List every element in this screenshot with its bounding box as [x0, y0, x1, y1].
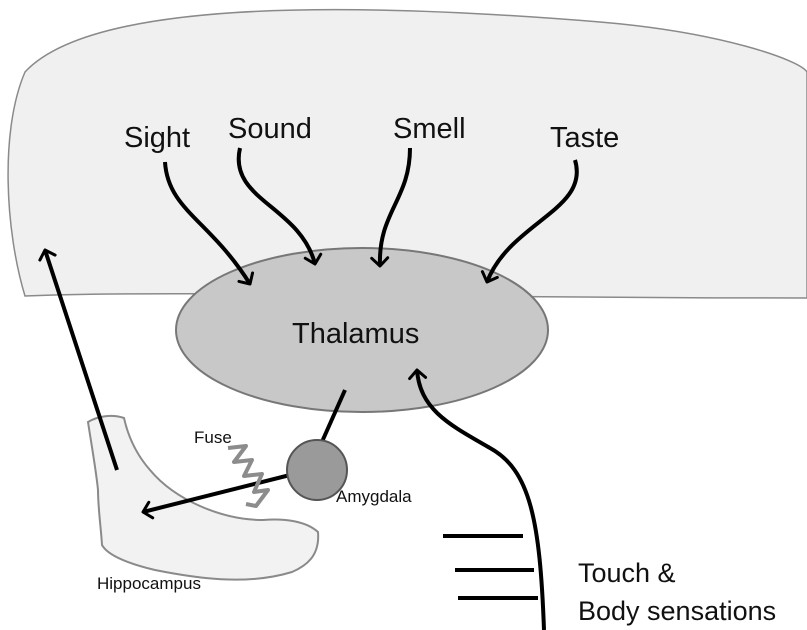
taste-label: Taste: [550, 122, 619, 154]
body-sensations-label: Body sensations: [578, 596, 776, 626]
thalamus-label: Thalamus: [292, 318, 419, 350]
touch-pathway: [417, 370, 544, 630]
touch-label: Touch &: [578, 558, 676, 588]
fuse-icon: [228, 446, 268, 506]
sound-label: Sound: [228, 113, 312, 145]
sight-label: Sight: [124, 122, 190, 154]
hippocampus-label: Hippocampus: [97, 574, 201, 593]
smell-label: Smell: [393, 113, 466, 145]
amygdala-label: Amygdala: [336, 487, 412, 506]
fuse-label: Fuse: [194, 428, 232, 447]
